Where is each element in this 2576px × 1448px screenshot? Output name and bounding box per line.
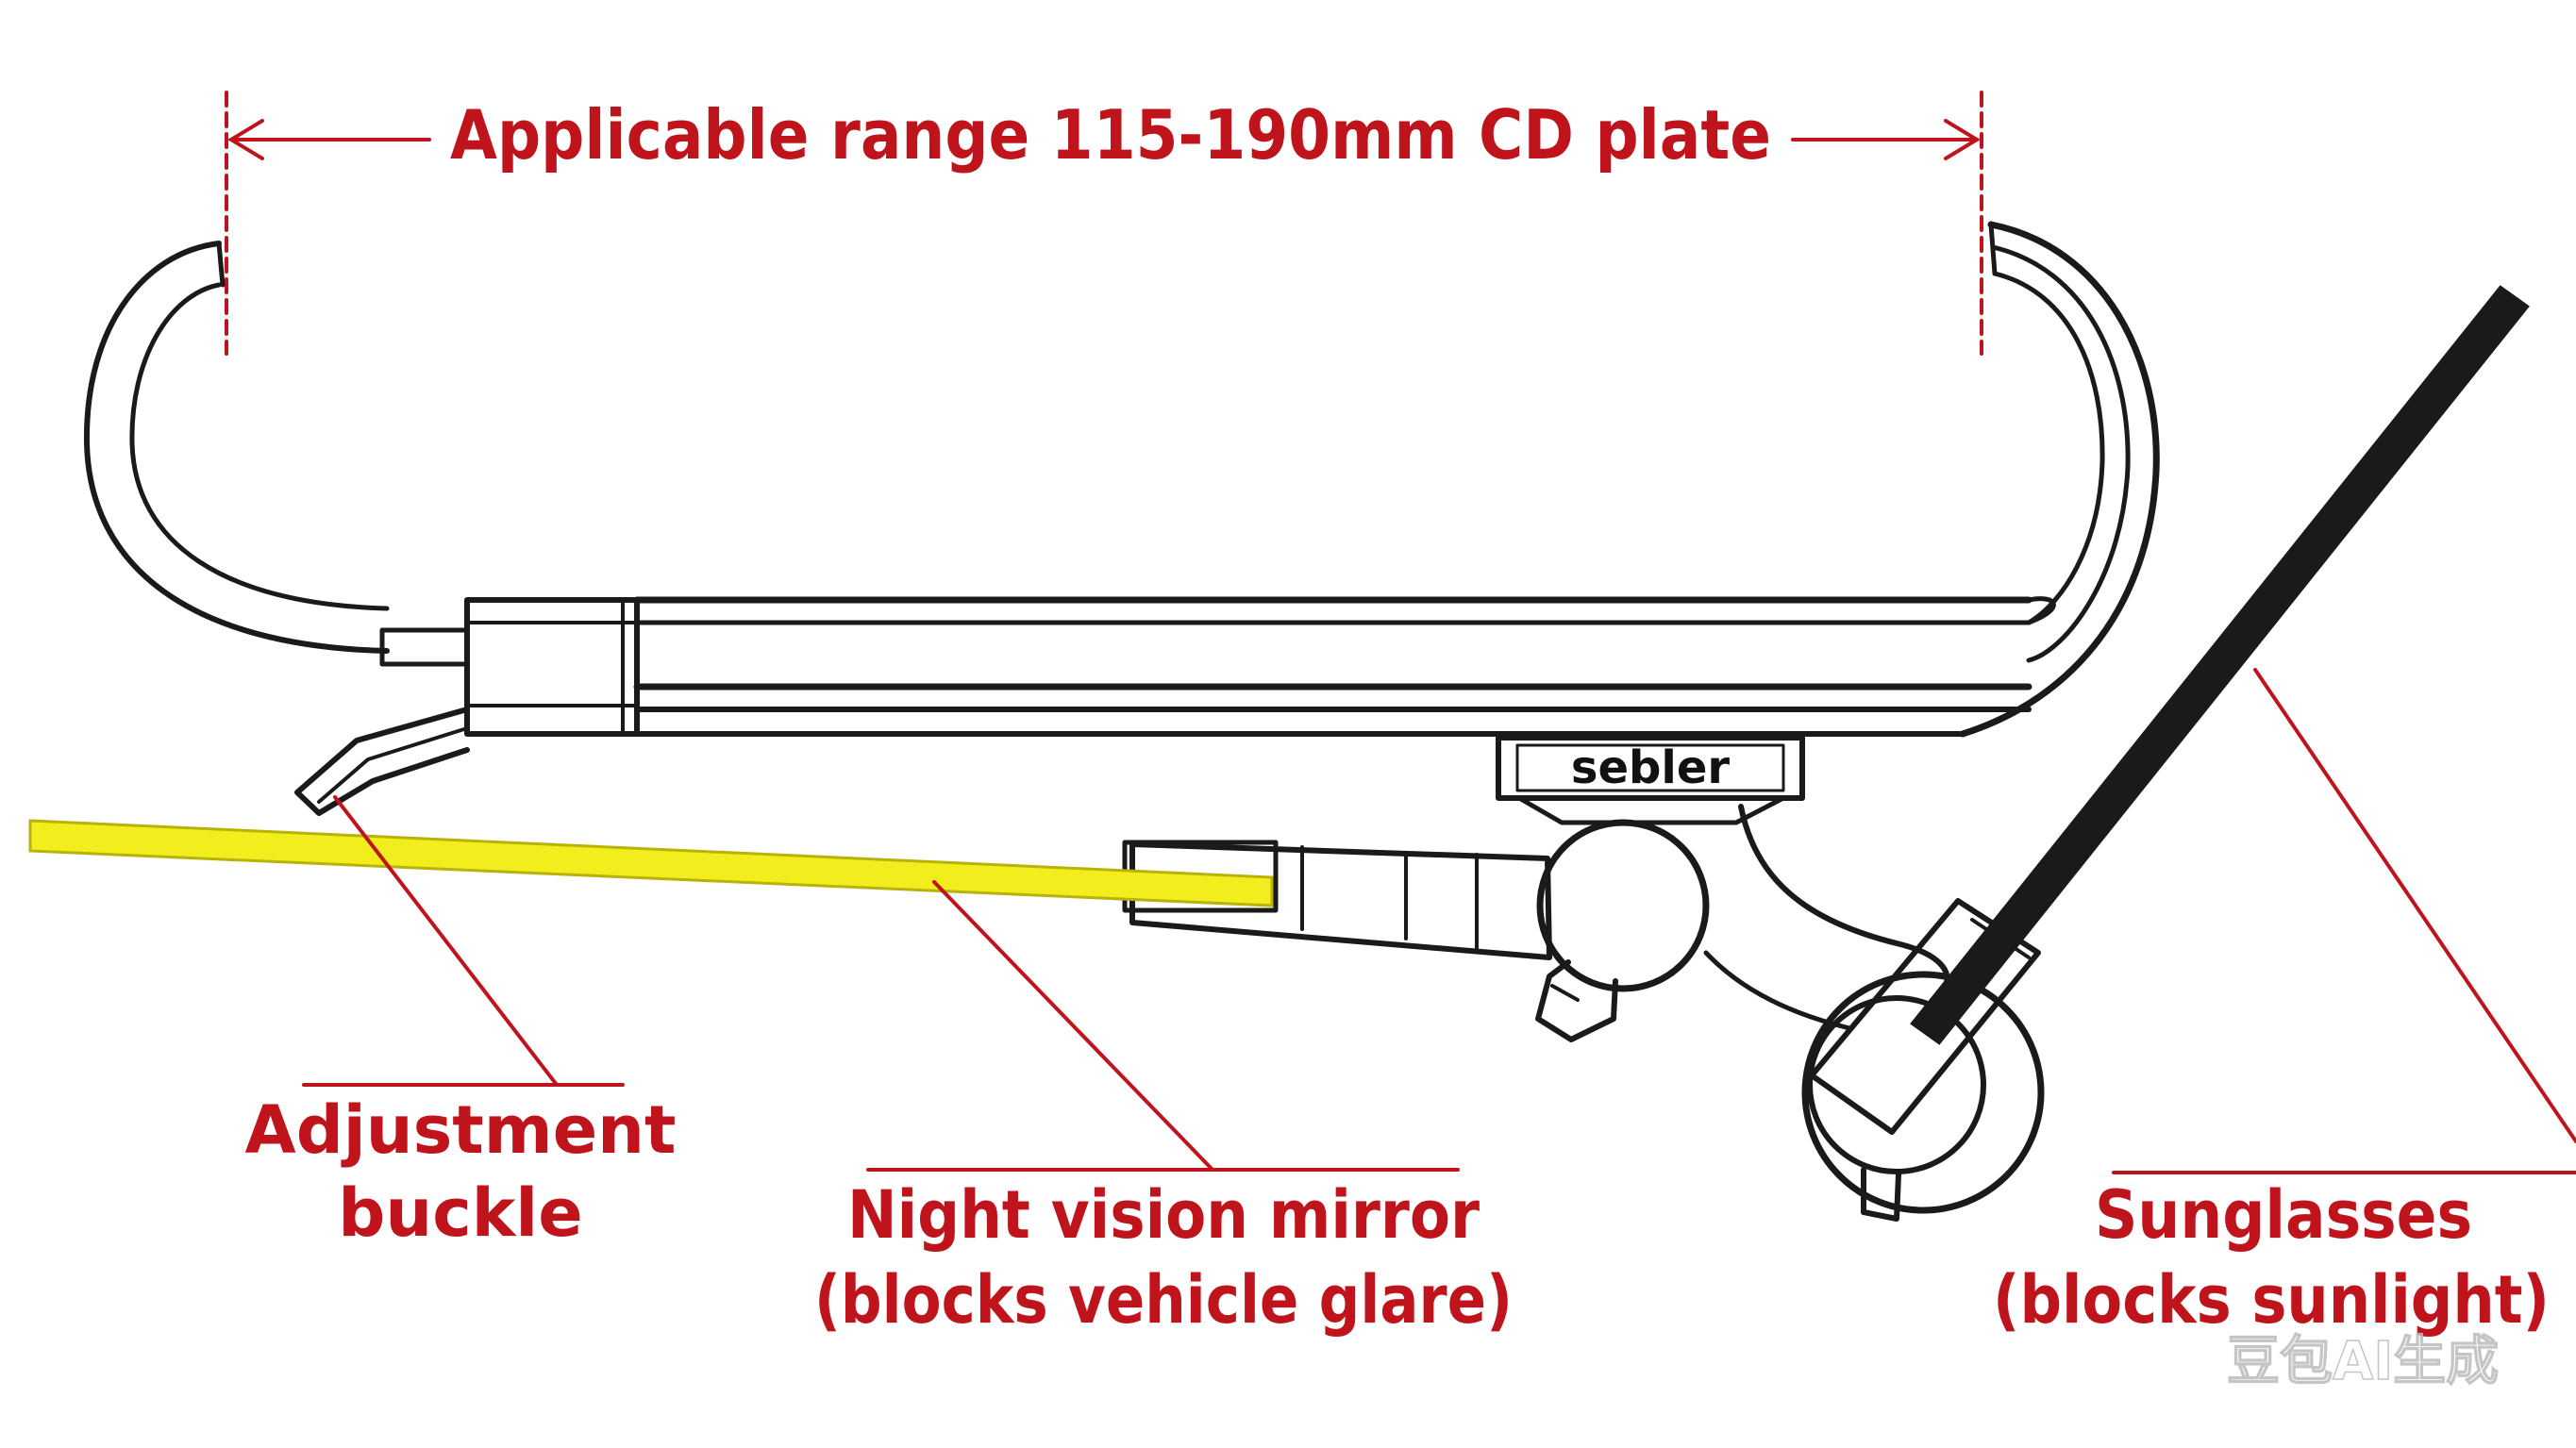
leader-night-vision — [932, 880, 1214, 1172]
clip-body — [83, 221, 2160, 738]
sunglasses-assembly — [1801, 285, 2530, 1222]
night-vision-lens — [28, 819, 1274, 907]
brand-label: sebler — [1571, 741, 1730, 794]
label-adjustment-line1: Adjustment — [245, 1091, 677, 1169]
label-night-vision-line1: Night vision mirror — [847, 1176, 1480, 1254]
range-label: Applicable range 115-190mm CD plate — [450, 95, 1771, 175]
label-sunglasses-line1: Sunglasses — [2095, 1176, 2472, 1254]
range-right-arrowhead — [1944, 119, 1981, 160]
ball-joint-assembly — [1122, 804, 1950, 1042]
label-adjustment-line2: buckle — [338, 1174, 582, 1252]
adjustment-buckle — [294, 707, 470, 816]
label-sunglasses-line2: (blocks sunlight) — [1993, 1261, 2550, 1339]
sunglasses-lens — [1910, 285, 2530, 1045]
range-left-arrowhead — [227, 119, 264, 160]
label-night-vision-line2: (blocks vehicle glare) — [814, 1261, 1513, 1339]
leader-sunglasses — [2253, 668, 2576, 1143]
leader-adjustment — [333, 795, 559, 1087]
brand-plate: sebler — [1496, 735, 1805, 825]
callout-labels: Adjustment buckle Night vision mirror (b… — [245, 1091, 2550, 1339]
watermark: 豆包AI生成 — [2227, 1331, 2499, 1392]
leader-lines — [302, 668, 2576, 1174]
range-dimension: Applicable range 115-190mm CD plate — [225, 91, 1983, 356]
